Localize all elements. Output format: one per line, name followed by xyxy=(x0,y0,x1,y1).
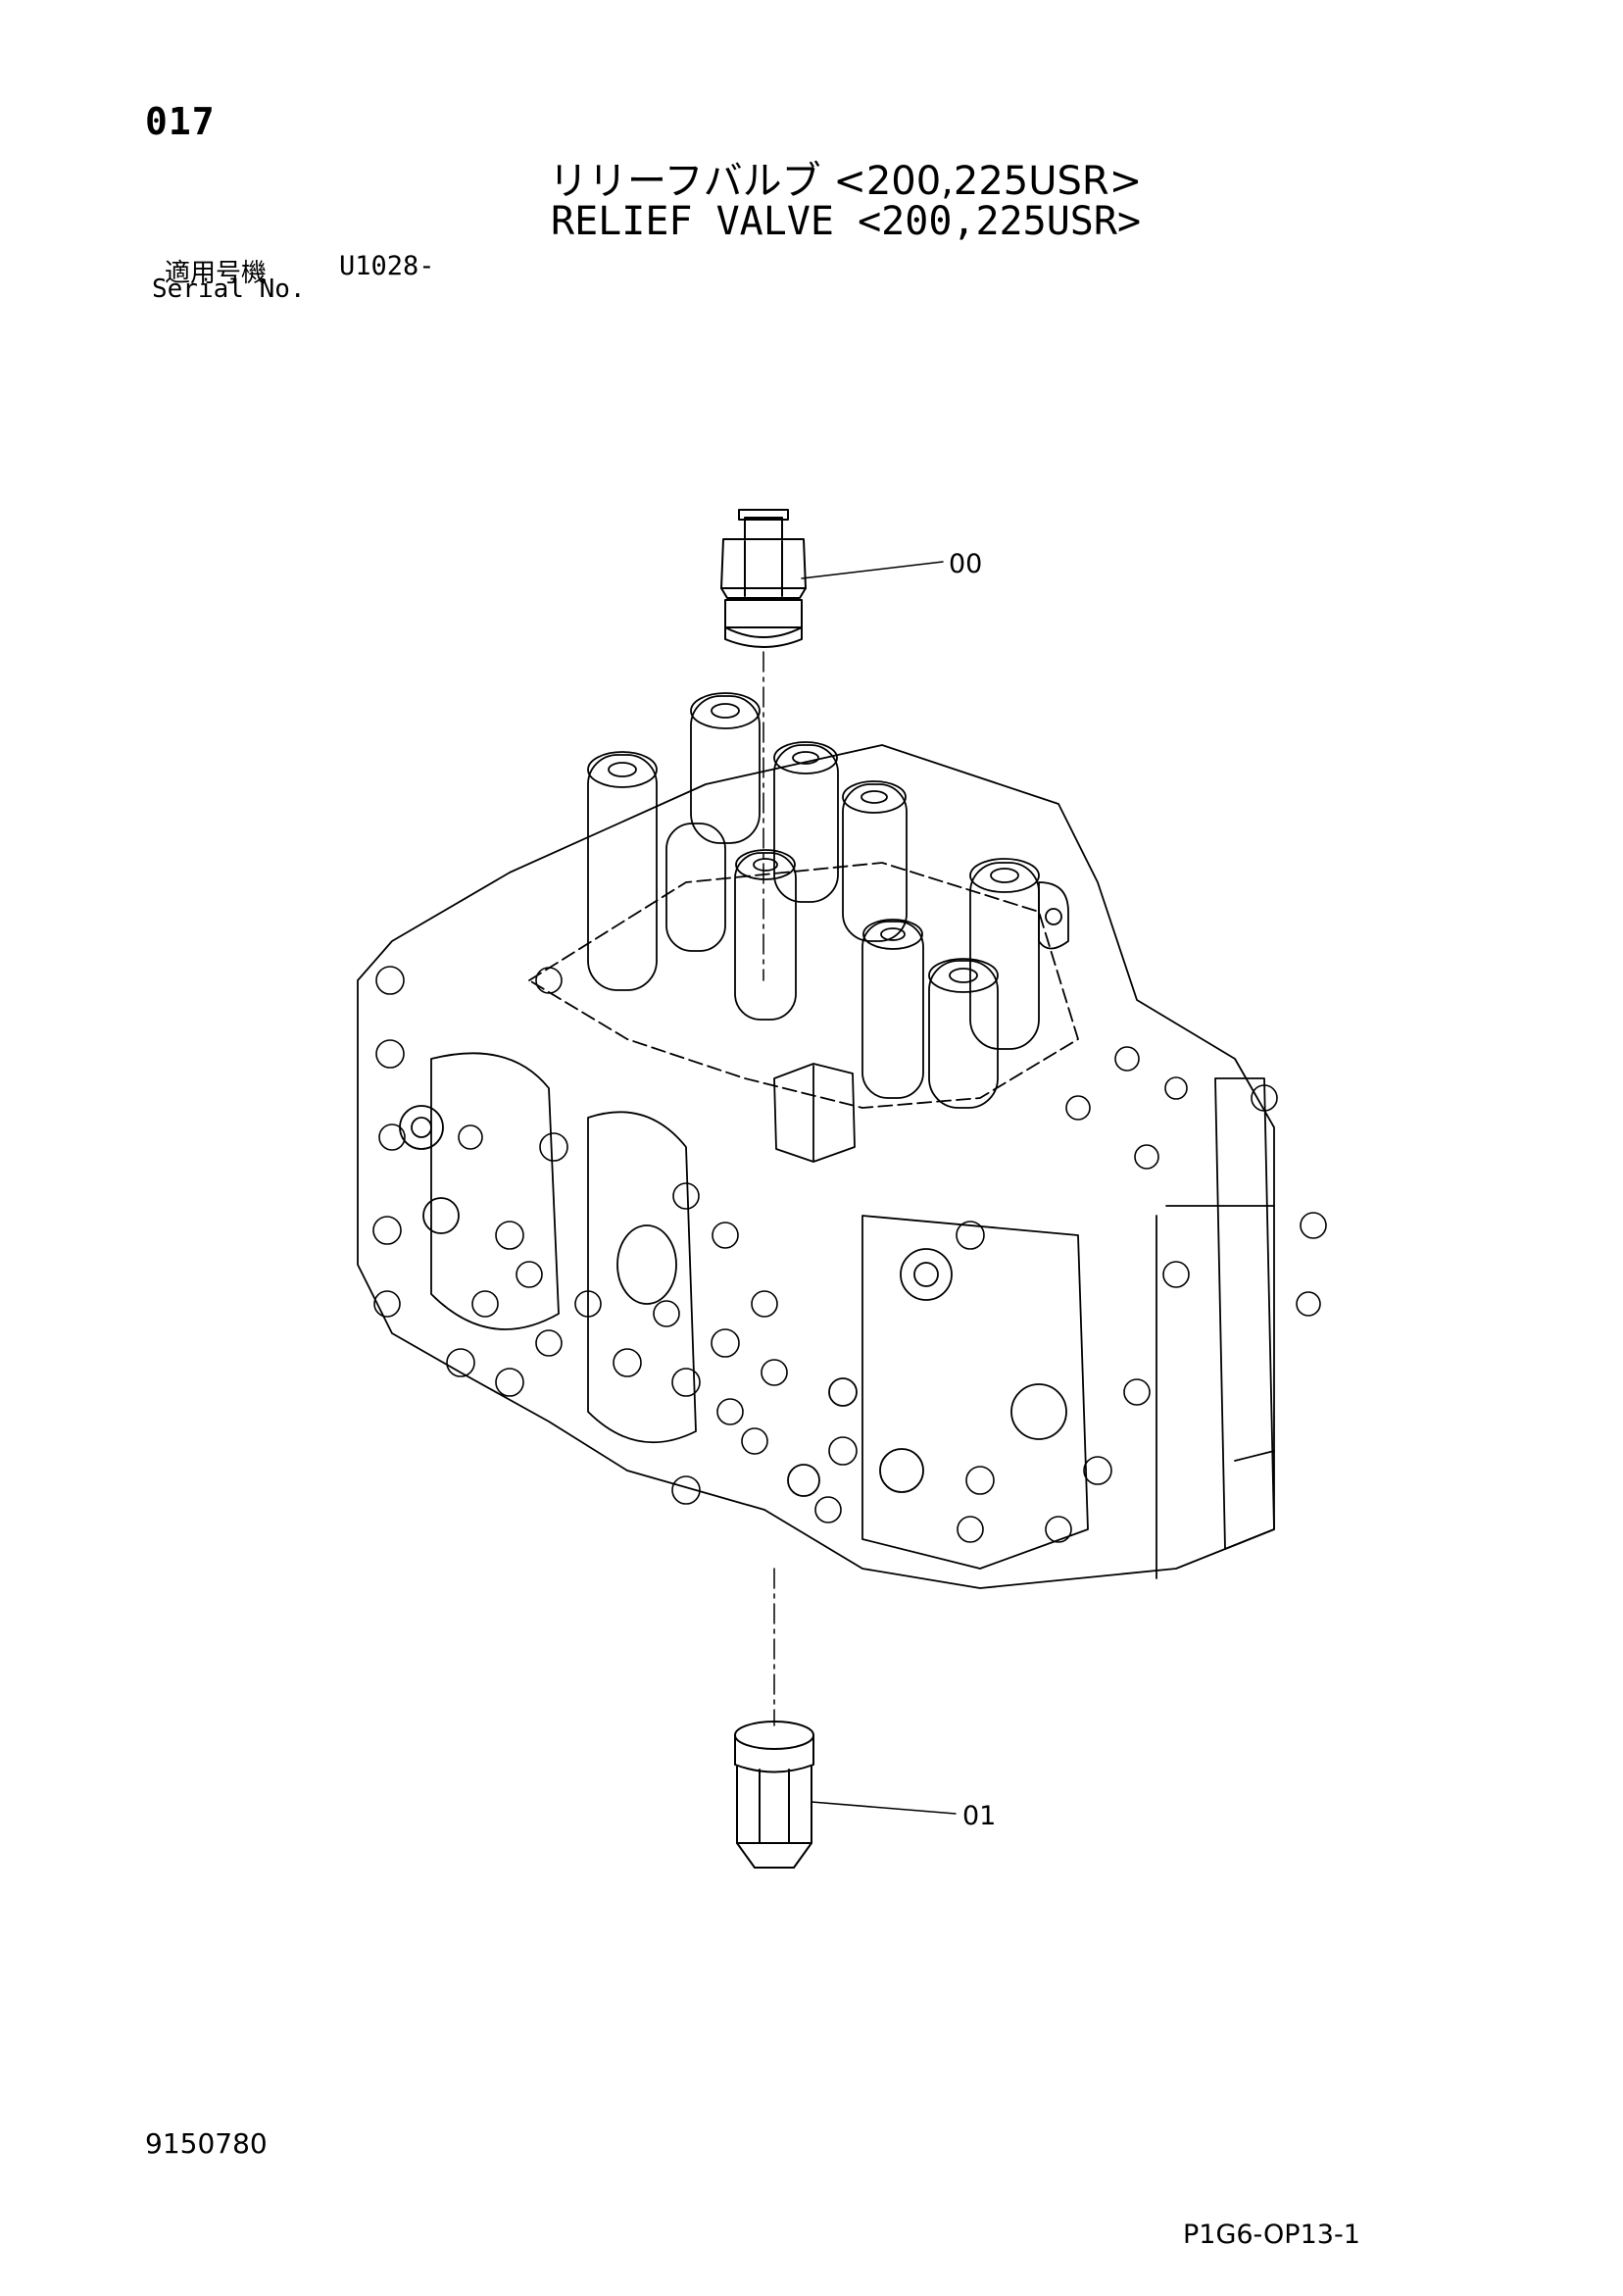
serial-value: U1028- xyxy=(339,251,435,281)
page-code: P1G6-OP13-1 xyxy=(1183,2220,1360,2250)
leader-line-01 xyxy=(811,1801,957,1815)
relief-valve-top xyxy=(720,509,807,648)
callout-label-01: 01 xyxy=(962,1801,997,1831)
title-english: RELIEF VALVE <200,225USR> xyxy=(551,199,1142,244)
callout-label-00: 00 xyxy=(949,549,983,579)
bolt-heads xyxy=(372,966,1327,1543)
relief-valve-bottom xyxy=(734,1721,814,1869)
control-valve-assembly xyxy=(357,692,1275,1589)
leader-line-00 xyxy=(801,561,944,579)
serial-label-english: Serial No. xyxy=(152,275,306,304)
title-japanese: リリーフバルブ <200,225USR> xyxy=(549,159,1143,204)
document-number: 9150780 xyxy=(145,2127,268,2160)
top-spool-caps xyxy=(587,692,1069,1109)
page-number: 017 xyxy=(145,100,216,143)
serial-label-japanese: 適用号機 xyxy=(165,259,268,288)
